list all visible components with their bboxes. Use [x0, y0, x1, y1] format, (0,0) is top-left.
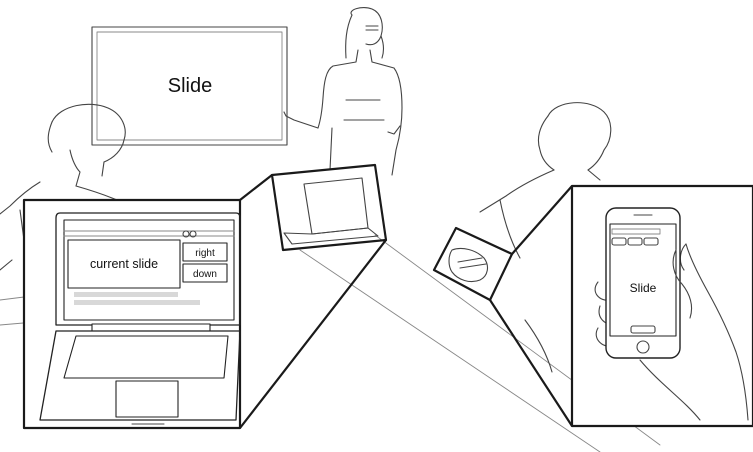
- right-button[interactable]: right: [183, 243, 227, 261]
- down-button[interactable]: down: [183, 264, 227, 282]
- right-button-label: right: [195, 248, 215, 259]
- phone-callout-frame: [434, 186, 572, 426]
- laptop-zoom-panel: current slide right down: [24, 200, 240, 428]
- wall-screen-label: Slide: [168, 75, 212, 97]
- placeholder-line: [74, 300, 200, 305]
- phone-zoom-panel: Slide: [572, 186, 753, 426]
- phone-slide-label: Slide: [630, 281, 657, 295]
- presenter-figure: [284, 8, 402, 175]
- current-slide-label: current slide: [90, 257, 158, 271]
- placeholder-line: [74, 292, 178, 297]
- hand-phone-thumb: [449, 248, 487, 281]
- table-laptop: [284, 178, 378, 244]
- laptop-callout-frame: [240, 165, 386, 428]
- wall-screen: Slide: [92, 27, 287, 145]
- down-button-label: down: [193, 269, 217, 280]
